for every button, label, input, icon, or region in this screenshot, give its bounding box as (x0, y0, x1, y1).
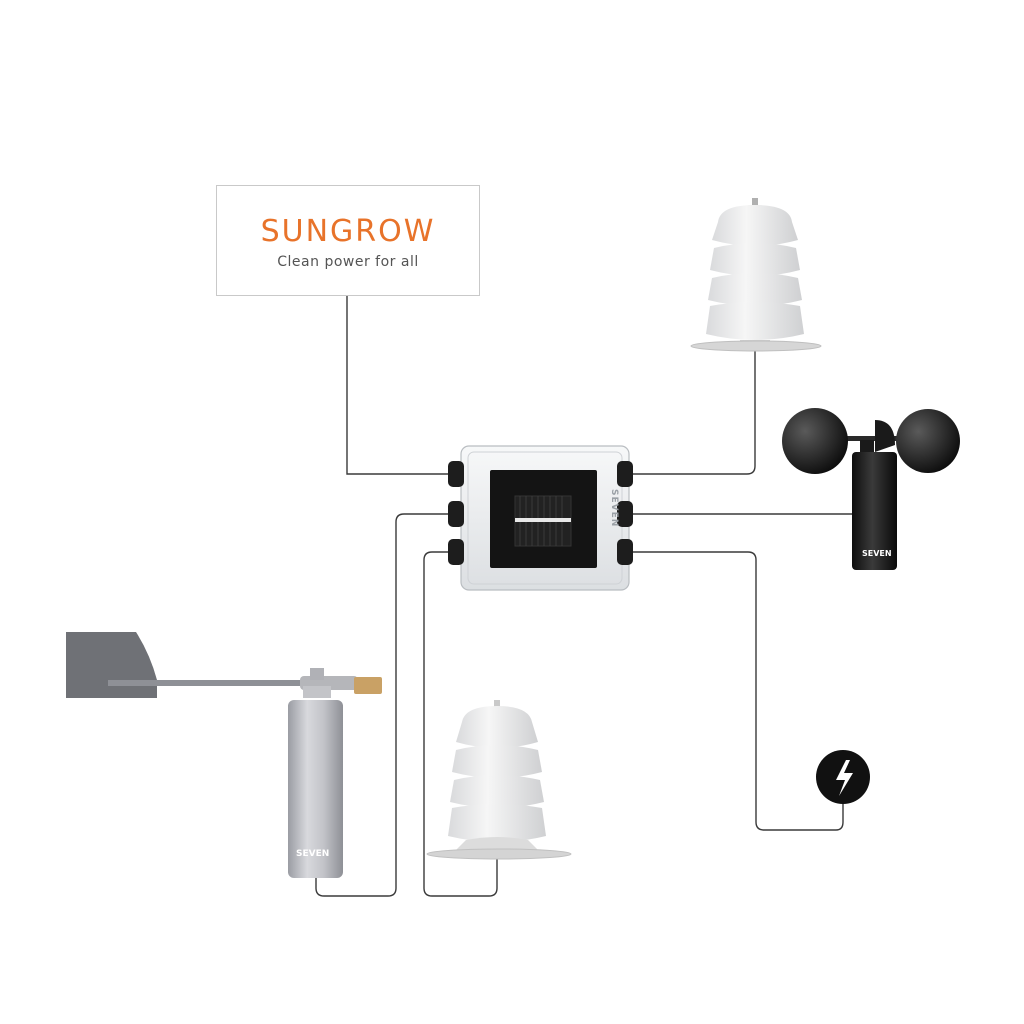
hub-right-connectors (617, 461, 633, 565)
wire-logo-to-hub (346, 296, 455, 475)
wire-hub-to-lightning-sensor (630, 551, 844, 831)
wire-hub-to-wind-vane (315, 513, 455, 897)
wind-vane: SEVEN (66, 632, 382, 878)
sungrow-wordmark: SUNGROW (260, 214, 436, 249)
bottom-radiation-shield (426, 700, 572, 860)
top-radiation-shield (690, 198, 822, 352)
sungrow-logo-card: SUNGROW Clean power for all (216, 185, 480, 296)
hub-left-connectors (448, 461, 464, 565)
hub-brand-label: SEVEN (609, 489, 619, 528)
wind-vane-brand-label: SEVEN (296, 849, 329, 859)
lightning-sensor (816, 750, 870, 804)
anemometer-brand-label: SEVEN (862, 549, 892, 558)
sungrow-tagline: Clean power for all (277, 254, 419, 270)
cup-anemometer: SEVEN (782, 408, 960, 570)
lightning-bolt-icon (836, 760, 853, 796)
wire-hub-to-top-shield (630, 348, 756, 475)
wire-hub-to-bottom-shield (423, 551, 498, 897)
